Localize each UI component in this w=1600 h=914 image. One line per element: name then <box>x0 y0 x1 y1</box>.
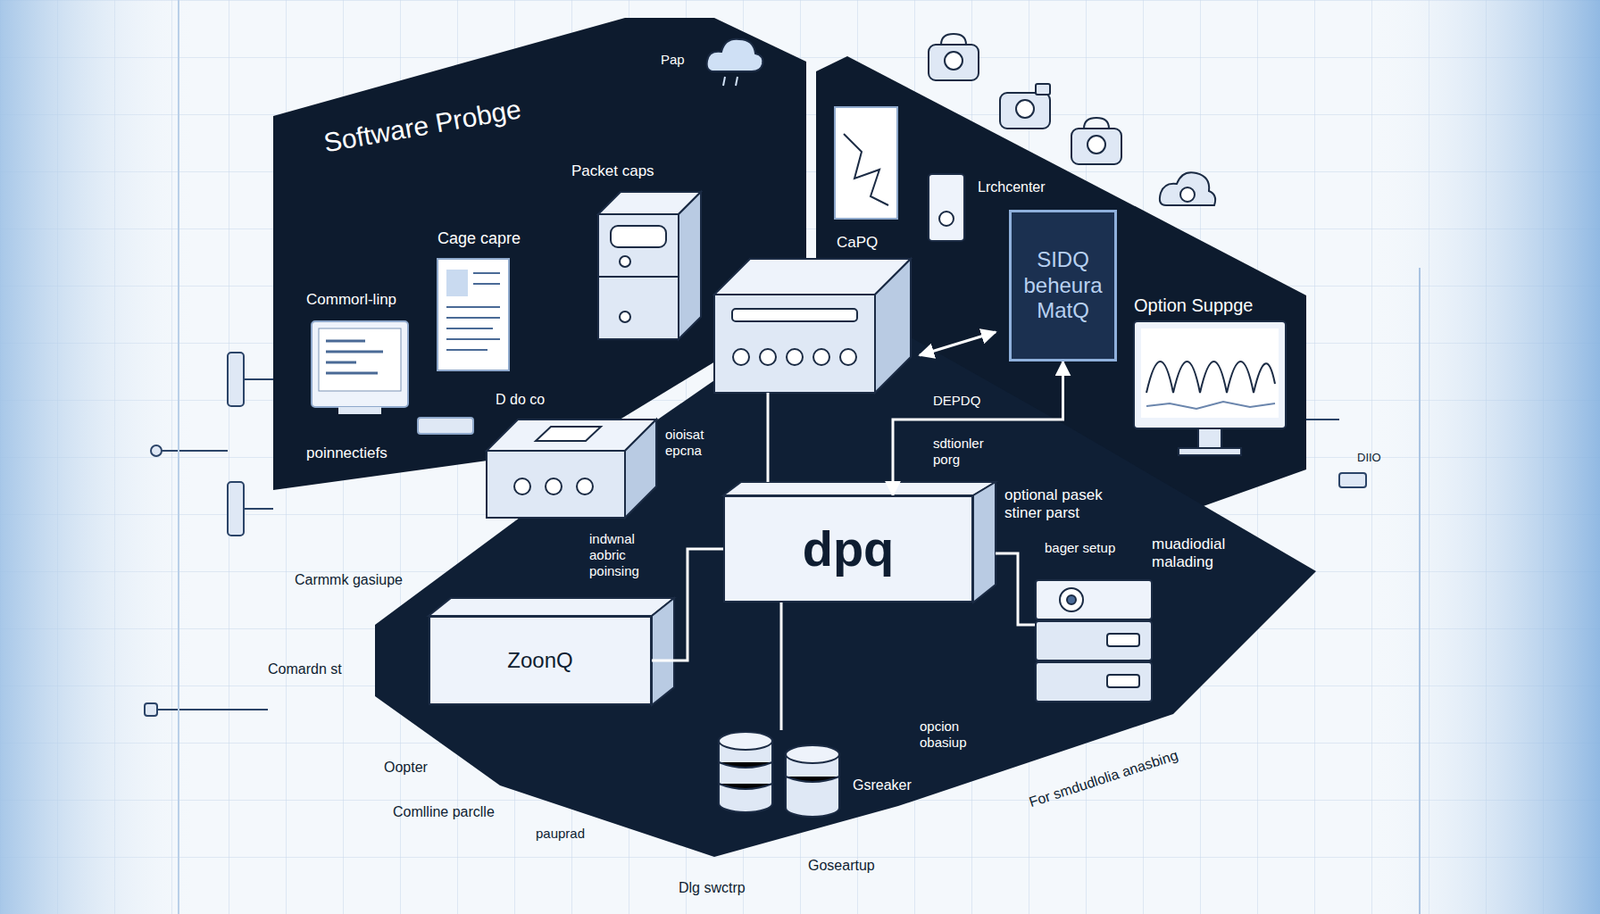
double-arrow <box>919 332 996 356</box>
annotation-label: poinnectiefs <box>306 444 388 463</box>
server-stack <box>1035 580 1152 702</box>
side-dot <box>144 703 158 717</box>
node-text: dpq <box>802 518 895 579</box>
annotation-label: Gsreaker <box>852 776 912 794</box>
annotation-label: muadiodial malading <box>1151 535 1250 573</box>
side-bracket <box>151 0 1420 914</box>
annotation-label: Option Suppge <box>1133 294 1253 317</box>
side-chip <box>1339 473 1367 488</box>
packet-server <box>598 191 701 340</box>
side-dot <box>150 445 162 457</box>
platform <box>375 295 1317 858</box>
side-tab <box>227 352 244 407</box>
database <box>718 732 840 817</box>
lock-icons <box>928 33 1216 206</box>
annotation-label: Packet caps <box>571 162 655 181</box>
node-text: ZoonQ <box>507 648 573 675</box>
annotation-label: sdtionler porg <box>933 435 1014 468</box>
capture-window <box>834 107 898 219</box>
analyzer-box: dpq <box>723 495 974 603</box>
annotation-label: DIIO <box>1357 450 1382 466</box>
network-tap <box>714 258 911 393</box>
annotation-label: bager setup <box>1044 540 1134 557</box>
annotation-label: DEPDQ <box>933 392 981 409</box>
annotation-label: optional pasek stiner parst <box>1004 486 1139 524</box>
cloud-icon <box>707 39 764 86</box>
monitor <box>1133 321 1286 456</box>
small-device <box>928 174 965 242</box>
annotation-label: opcion obasiup <box>919 718 1000 751</box>
annotation-label: Goseartup <box>808 857 875 875</box>
annotation-label: Dlg swctrp <box>678 879 746 897</box>
node-text: SIDQ beheura MatQ <box>1020 247 1106 325</box>
card <box>417 417 474 434</box>
document-sheet <box>437 258 509 371</box>
annotation-label: CaPQ <box>836 233 878 252</box>
annotation-label: D do co <box>495 391 545 409</box>
cable-connector <box>651 549 724 661</box>
annotation-label: Comardn st <box>267 660 342 678</box>
command-line-screen <box>311 321 409 415</box>
annotation-label: Oopter <box>383 758 428 776</box>
annotation-label: Cage capre <box>437 229 521 250</box>
display-screen: SIDQ beheura MatQ <box>1008 209 1117 362</box>
annotation-label: Comlline parclle <box>392 803 495 821</box>
device-box: ZoonQ <box>428 616 652 706</box>
cable-connector <box>892 361 1064 496</box>
annotation-label: Pap <box>660 51 685 68</box>
annotation-label: indwnal aobric poinsing <box>589 531 670 580</box>
device-faces <box>428 482 996 706</box>
annotation-label: Carmmk gasiupe <box>294 571 403 589</box>
probe-device <box>486 419 657 518</box>
annotation-label: oioisat epcna <box>665 426 733 459</box>
annotation-label: Lrchcenter <box>977 178 1046 196</box>
annotation-label: Commorl-linp <box>306 291 397 309</box>
annotation-label: pauprad <box>535 825 585 842</box>
side-tab <box>227 482 244 536</box>
